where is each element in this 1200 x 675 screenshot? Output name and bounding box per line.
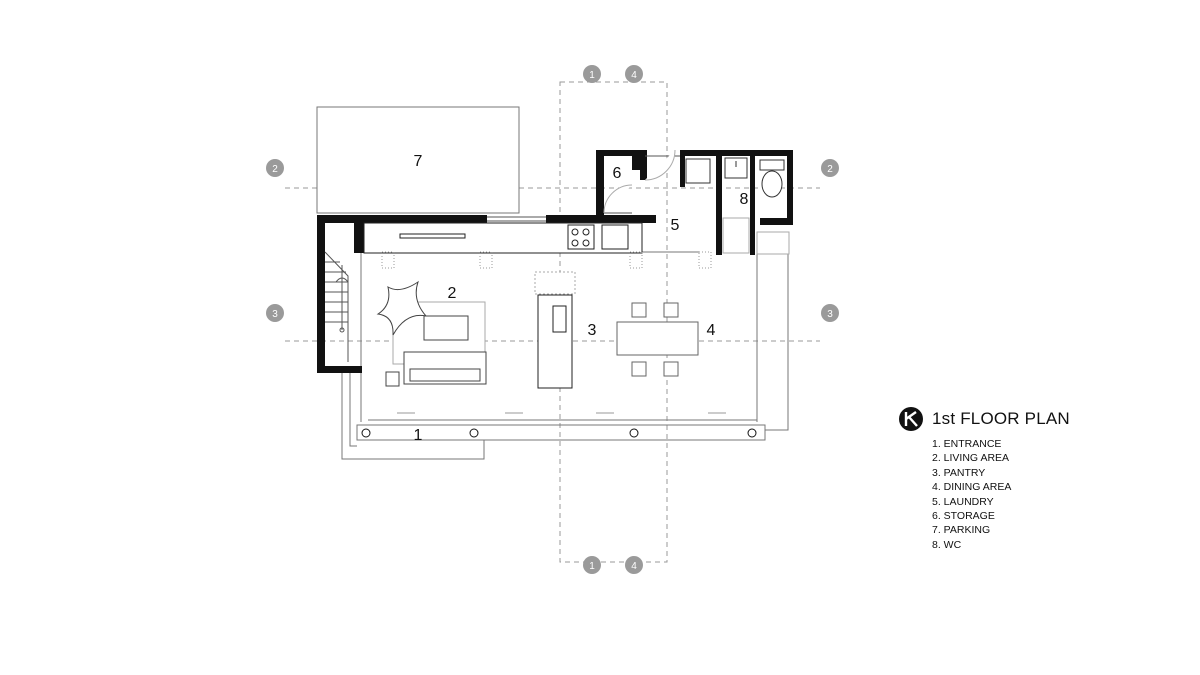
room-number-4: 4 bbox=[707, 322, 716, 339]
kitchen-counter bbox=[363, 222, 643, 254]
door-markers bbox=[381, 251, 726, 414]
grid-marker-top-1: 1 bbox=[583, 65, 601, 83]
room-number-3: 3 bbox=[588, 322, 597, 339]
pantry-island bbox=[534, 271, 576, 389]
svg-text:3: 3 bbox=[272, 309, 278, 320]
parking-outline bbox=[316, 106, 520, 214]
room-number-7: 7 bbox=[414, 153, 423, 170]
legend-item: 3. PANTRY bbox=[932, 466, 986, 479]
legend-title: 1st FLOOR PLAN bbox=[932, 409, 1070, 428]
staircase bbox=[324, 251, 349, 362]
columns bbox=[361, 428, 757, 438]
room-number-5: 5 bbox=[671, 217, 680, 234]
dining-furniture bbox=[616, 302, 699, 377]
legend-list: 1. ENTRANCE 2. LIVING AREA 3. PANTRY 4. … bbox=[932, 437, 1138, 552]
grid-marker-left-2: 2 bbox=[266, 159, 284, 177]
grid-marker-bottom-1: 1 bbox=[583, 556, 601, 574]
svg-text:4: 4 bbox=[631, 561, 637, 572]
grid-markers: 1 4 1 4 2 2 3 3 bbox=[266, 65, 839, 574]
room-number-2: 2 bbox=[448, 285, 457, 302]
legend-title-row: 1st FLOOR PLAN bbox=[898, 405, 1138, 433]
svg-text:2: 2 bbox=[272, 164, 278, 175]
room-number-6: 6 bbox=[613, 165, 622, 182]
legend-item: 6. STORAGE bbox=[932, 510, 995, 523]
legend-item: 1. ENTRANCE bbox=[932, 438, 1002, 450]
legend-item: 8. WC bbox=[932, 538, 962, 551]
grid-marker-right-2: 2 bbox=[821, 159, 839, 177]
room-number-8: 8 bbox=[740, 191, 749, 208]
grid-marker-bottom-4: 4 bbox=[625, 556, 643, 574]
legend-item: 4. DINING AREA bbox=[932, 481, 1012, 494]
studio-logo-icon bbox=[899, 407, 923, 431]
grid-marker-top-4: 4 bbox=[625, 65, 643, 83]
svg-text:1: 1 bbox=[589, 70, 595, 81]
svg-text:4: 4 bbox=[631, 70, 637, 81]
living-furniture bbox=[376, 280, 487, 387]
room-labels: 1 2 3 4 5 6 7 8 bbox=[414, 153, 749, 444]
svg-text:3: 3 bbox=[827, 309, 833, 320]
walls bbox=[317, 150, 793, 373]
legend-item: 2. LIVING AREA bbox=[932, 452, 1010, 465]
service-fixtures bbox=[603, 149, 790, 255]
legend-item: 7. PARKING bbox=[932, 524, 991, 537]
plan-legend: 1st FLOOR PLAN 1. ENTRANCE 2. LIVING ARE… bbox=[898, 405, 1138, 552]
grid-marker-right-3: 3 bbox=[821, 304, 839, 322]
room-number-1: 1 bbox=[414, 427, 423, 444]
svg-text:1: 1 bbox=[589, 561, 595, 572]
grid-marker-left-3: 3 bbox=[266, 304, 284, 322]
svg-text:2: 2 bbox=[827, 164, 833, 175]
legend-item: 5. LAUNDRY bbox=[932, 495, 994, 508]
